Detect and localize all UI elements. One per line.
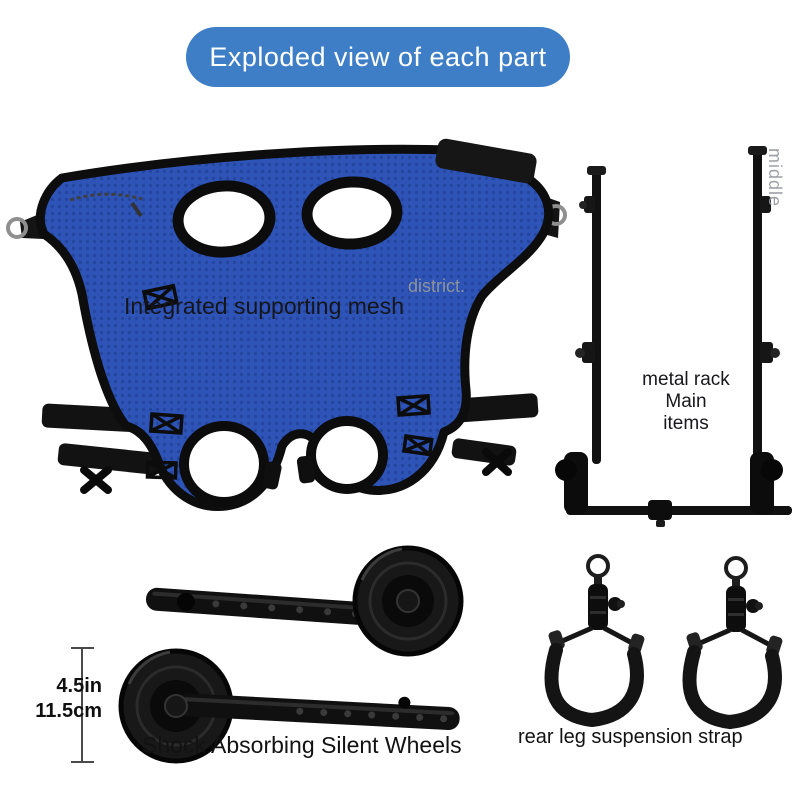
dimension-cm: 11.5cm <box>35 700 102 722</box>
support-mesh-graphic <box>6 138 567 511</box>
left-x-buckle <box>80 466 112 494</box>
dimension-inches: 4.5in <box>56 675 102 697</box>
leg-hole-right <box>306 416 388 494</box>
front-hole-left <box>172 180 276 258</box>
clip-right <box>296 455 316 484</box>
zipper <box>69 192 143 202</box>
wheels-label: Shock Absorbing Silent Wheels <box>142 732 462 758</box>
velcro-strip <box>435 138 537 184</box>
rack-side-label: middle <box>765 148 785 208</box>
leg-hole-left <box>179 421 269 507</box>
wheel-assembly-lower <box>118 648 460 764</box>
watermark-text: district. <box>408 276 466 296</box>
dimension-label: 4.5in 11.5cm <box>26 674 102 724</box>
right-x-buckle <box>482 448 512 476</box>
wheel-assembly-upper <box>146 545 464 657</box>
lower-right-strap-1 <box>449 393 539 423</box>
suspension-strap-right <box>686 558 784 722</box>
front-hole-right <box>301 176 403 250</box>
rack-label: metal rack Main items <box>628 369 744 435</box>
clip-left <box>262 461 282 490</box>
zipper-pull <box>130 201 143 218</box>
x-stitch-patches <box>141 283 434 480</box>
left-d-ring <box>6 217 28 239</box>
straps-label: rear leg suspension strap <box>518 726 743 748</box>
title-badge-label: Exploded view of each part <box>209 41 547 72</box>
rack-label-line2: Main <box>665 391 707 412</box>
dimension-lines <box>71 647 94 763</box>
metal-rack-graphic <box>555 146 792 527</box>
mesh-label: Integrated supporting mesh <box>124 293 405 319</box>
suspension-strap-left <box>548 556 646 720</box>
rack-label-line3: items <box>663 413 709 434</box>
rack-label-line1: metal rack <box>642 369 730 390</box>
title-badge: Exploded view of each part <box>186 27 570 87</box>
